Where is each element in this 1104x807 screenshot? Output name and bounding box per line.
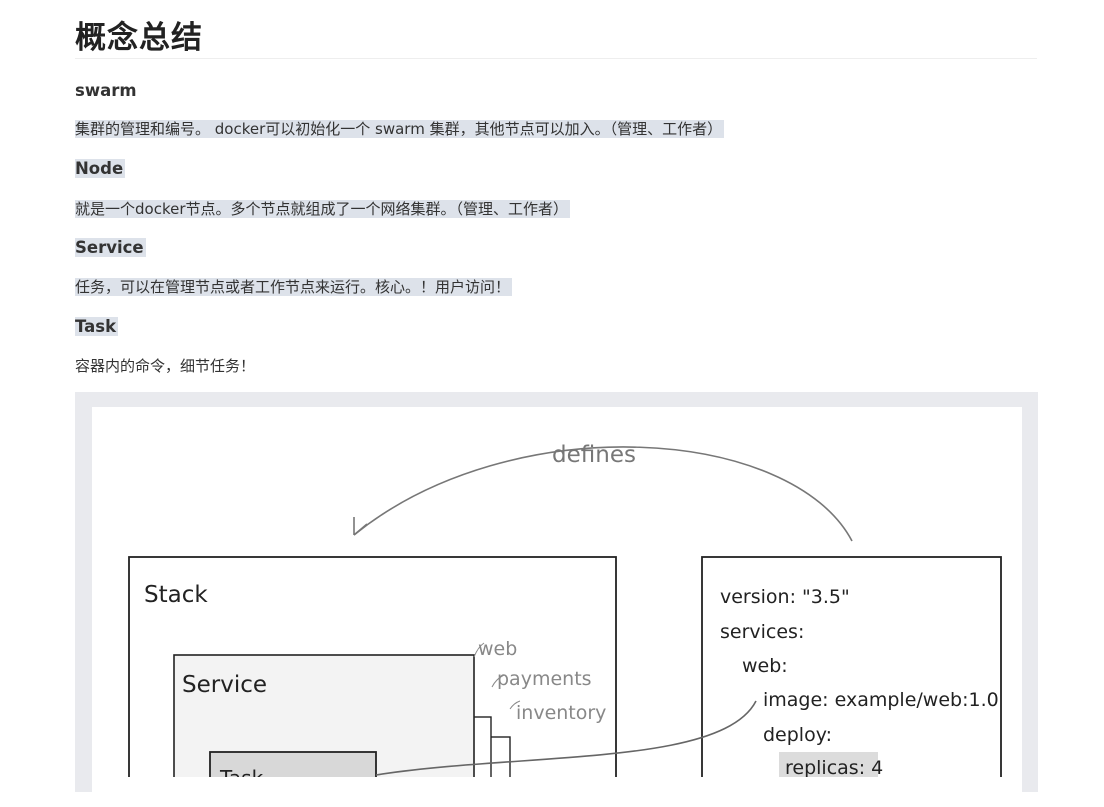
concept-term-service: Service xyxy=(75,237,146,259)
concept-term-node: Node xyxy=(75,158,126,180)
defines-arrow xyxy=(353,446,853,542)
page-title: 概念总结 xyxy=(75,20,203,56)
compose-line-image: image: example/web:1.0 xyxy=(763,689,999,711)
concept-term-task: Task xyxy=(75,316,119,338)
concept-term-text: Node xyxy=(75,159,126,178)
compose-line-services: services: xyxy=(720,621,804,643)
task-label: Task xyxy=(219,766,264,777)
compose-line-version: version: "3.5" xyxy=(720,586,850,608)
concept-term-swarm: swarm xyxy=(75,80,137,102)
concept-term-text: Task xyxy=(75,317,119,336)
replicas-highlight xyxy=(779,752,878,778)
defines-arrowhead xyxy=(353,517,368,536)
title-divider xyxy=(75,58,1037,59)
service-name-web: web xyxy=(478,638,517,660)
concept-description-service: 任务，可以在管理节点或者工作节点来运行。核心。！用户访问！ xyxy=(75,276,513,298)
compose-line-web: web: xyxy=(742,655,788,677)
service-name-inventory: inventory xyxy=(516,702,606,724)
compose-line-deploy: deploy: xyxy=(763,724,832,746)
concept-description-swarm: 集群的管理和编号。 docker可以初始化一个 swarm 集群，其他节点可以加… xyxy=(75,118,725,140)
inventory-leader-line xyxy=(509,700,521,710)
diagram-canvas: defines Stack Service web payments inven… xyxy=(92,407,1022,807)
concept-description-node: 就是一个docker节点。多个节点就组成了一个网络集群。（管理、工作者） xyxy=(75,198,570,220)
concept-description-text: 集群的管理和编号。 docker可以初始化一个 swarm 集群，其他节点可以加… xyxy=(75,120,725,138)
defines-label: defines xyxy=(552,442,636,468)
concept-term-text: Service xyxy=(75,238,146,257)
concept-description-task: 容器内的命令，细节任务！ xyxy=(75,355,255,377)
web-leader-line xyxy=(473,642,485,658)
service-name-payments: payments xyxy=(497,668,592,690)
diagram-figure: defines Stack Service web payments inven… xyxy=(75,392,1038,807)
payments-leader-line xyxy=(491,674,505,688)
stack-label: Stack xyxy=(144,582,208,608)
concept-description-text: 容器内的命令，细节任务！ xyxy=(75,357,256,375)
concept-description-text: 就是一个docker节点。多个节点就组成了一个网络集群。（管理、工作者） xyxy=(75,200,570,218)
stack-diagram: defines Stack Service web payments inven… xyxy=(128,442,1002,798)
concept-term-text: swarm xyxy=(75,81,137,100)
image-to-task-connector xyxy=(375,700,757,776)
compose-line-replicas: replicas: 4 xyxy=(785,757,883,777)
service-label: Service xyxy=(182,672,267,698)
concept-description-text: 任务，可以在管理节点或者工作节点来运行。核心。！用户访问！ xyxy=(75,278,513,296)
